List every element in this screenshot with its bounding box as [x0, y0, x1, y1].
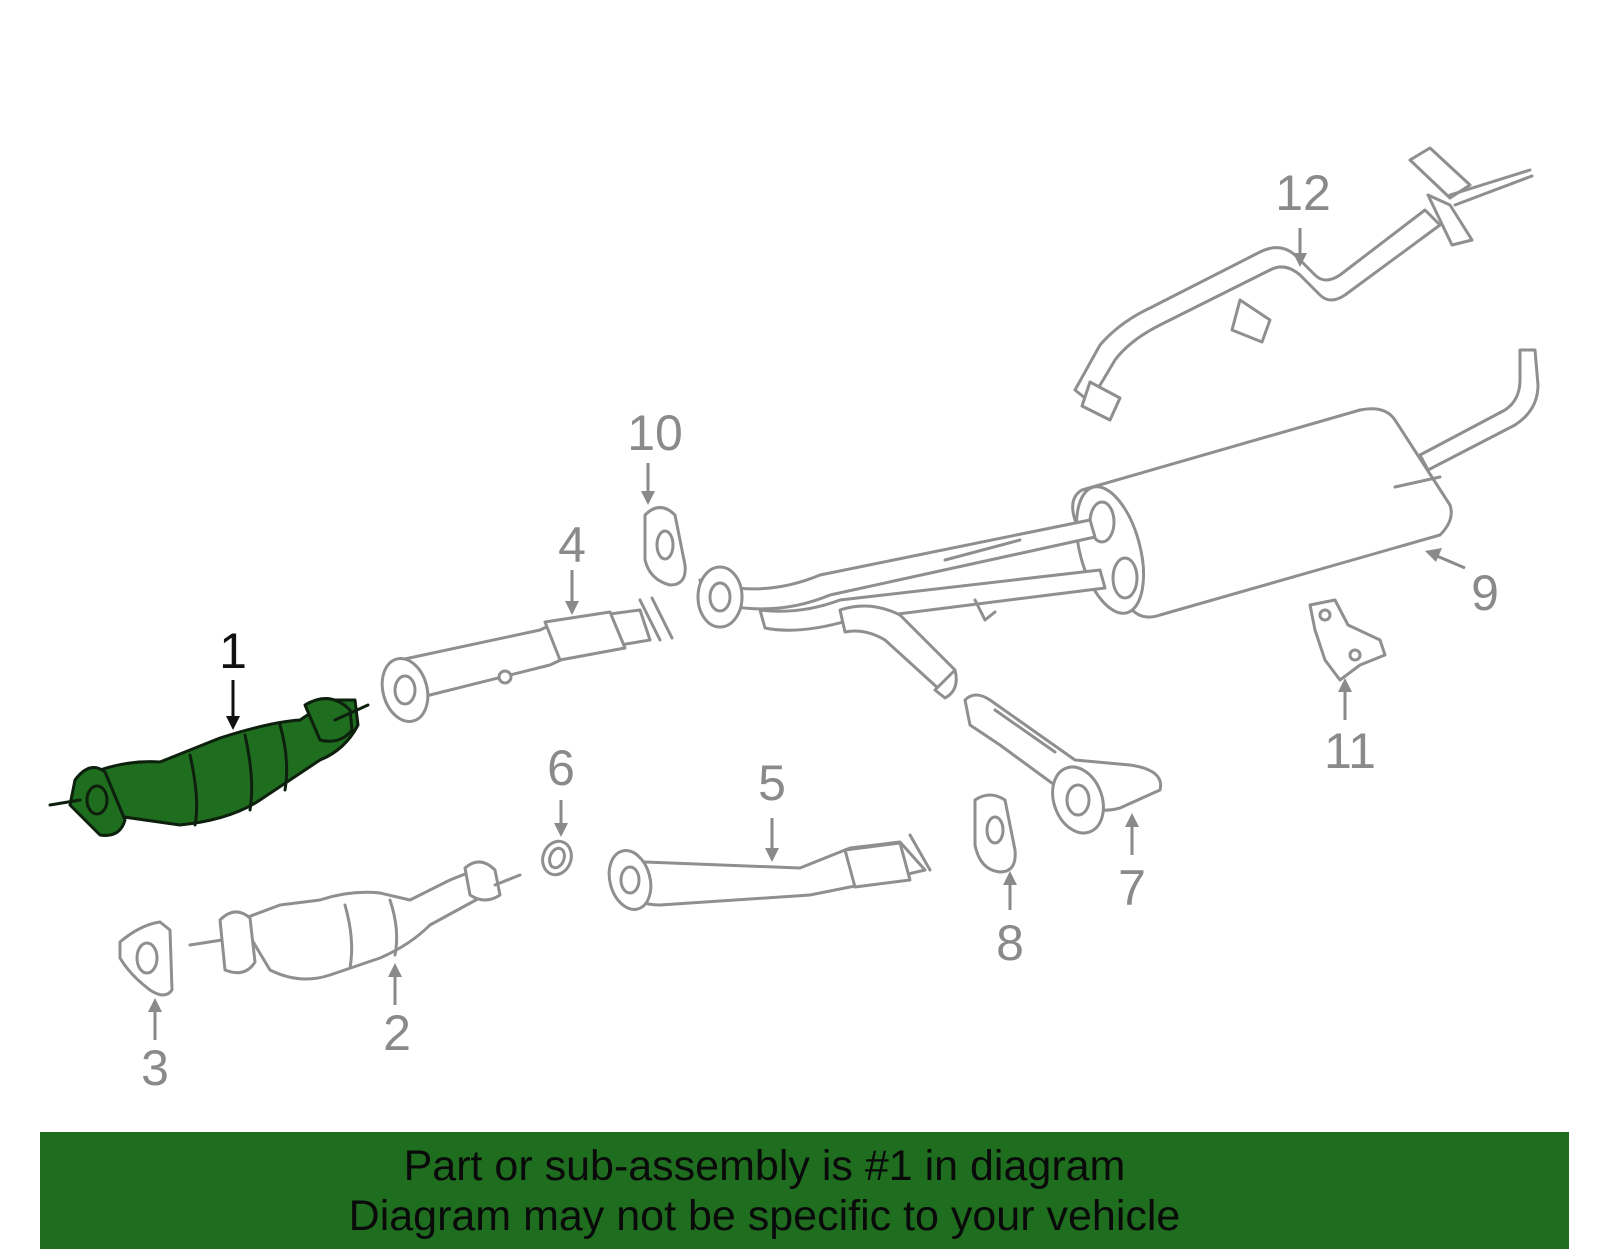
callout-9: 9 — [1471, 565, 1499, 621]
part-8-gasket[interactable] — [973, 793, 1017, 874]
part-5-front-pipe[interactable] — [603, 833, 932, 914]
part-4-front-pipe[interactable] — [375, 596, 674, 727]
part-7-pipe[interactable] — [963, 693, 1163, 840]
banner-line-1: Part or sub-assembly is #1 in diagram — [403, 1141, 1126, 1190]
callout-12: 12 — [1275, 165, 1331, 221]
callout-2: 2 — [383, 1005, 411, 1061]
info-banner: Part or sub-assembly is #1 in diagram Di… — [40, 1132, 1569, 1249]
callout-8: 8 — [996, 915, 1024, 971]
callout-4: 4 — [558, 517, 586, 573]
callout-1: 1 — [219, 623, 247, 679]
callout-6: 6 — [547, 740, 575, 796]
callout-5: 5 — [758, 755, 786, 811]
part-1-catalytic-converter[interactable] — [48, 697, 370, 837]
banner-line-2: Diagram may not be specific to your vehi… — [348, 1191, 1181, 1240]
callout-3: 3 — [141, 1040, 169, 1096]
part-10-gasket[interactable] — [643, 506, 687, 587]
callout-7: 7 — [1118, 860, 1146, 916]
part-9-muffler[interactable] — [696, 348, 1540, 700]
part-6-seal-ring[interactable] — [538, 837, 576, 879]
part-11-bracket[interactable] — [1308, 598, 1387, 682]
callout-11: 11 — [1324, 723, 1376, 779]
part-3-gasket[interactable] — [118, 920, 174, 997]
callout-10: 10 — [627, 405, 683, 461]
callout-arrows — [148, 228, 1466, 1040]
part-2-catalytic-converter[interactable] — [188, 860, 522, 981]
part-12-tail-pipe[interactable] — [1073, 146, 1534, 422]
